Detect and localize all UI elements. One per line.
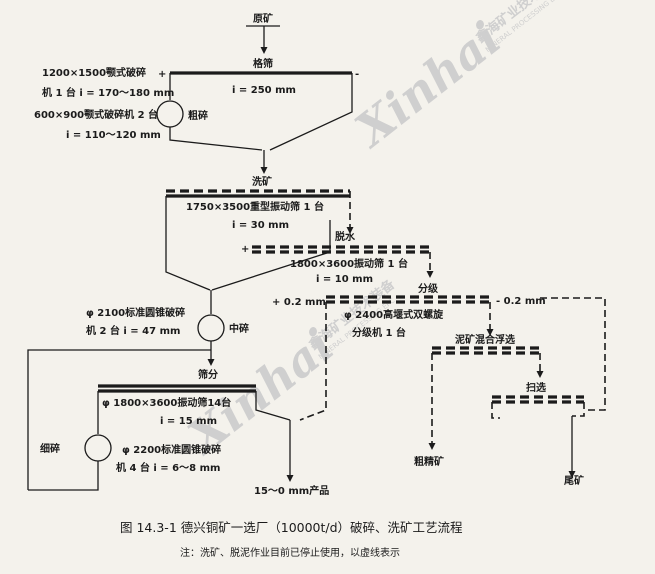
screening-label: 筛分 [198,368,218,381]
tailings-label: 尾矿 [564,474,584,487]
dewater-screen-line1: 1800×3600振动筛 1 台 [290,257,408,270]
dewater-undersize-arrow [426,271,434,278]
washing-screen-line1: 1750×3500重型振动筛 1 台 [186,200,324,213]
primary-crusher-icon [156,100,184,128]
scavenge-return-dashed [491,402,500,419]
dewater-plus: + [241,244,249,255]
classify-label: 分级 [418,282,439,295]
watermark-1: Xinhai 鑫海矿业技术装备 MINERAL PROCESSING EPC [343,0,565,159]
secondary-label: 中碎 [229,322,249,335]
tertiary-line2: 机 4 台 i = 6～8 mm [116,461,220,474]
primary-crusher-line2: 机 1 台 i = 170～180 mm [42,86,174,99]
figure-caption: 图 14.3-1 德兴铜矿一选厂（10000t/d）破碎、洗矿工艺流程 [120,520,463,535]
screening-line1: φ 1800×3600振动筛14台 [102,396,231,409]
classify-minus: - 0.2 mm [496,296,546,307]
slime-concentrate-arrow [428,443,436,450]
scavenge-tail-dashed [572,402,585,417]
concentrate-label: 粗精矿 [414,455,444,468]
primary-crusher-label: 粗碎 [188,109,208,122]
washing-screen-line2: i = 30 mm [232,220,289,231]
screening-undersize-line [255,391,291,421]
product-label: 15～0 mm产品 [254,484,329,497]
screening-line2: i = 15 mm [160,416,217,427]
classify-sand-dashed [299,302,327,421]
primary-crusher-line3: 600×900颚式破碎机 2 台 [34,108,158,121]
grizzly-plus: + [158,69,166,80]
secondary-discharge-arrow [207,359,215,366]
slime-label: 泥矿混合浮选 [455,333,515,346]
tertiary-label: 细碎 [40,442,60,455]
figure-note: 注：洗矿、脱泥作业目前已停止使用，以虚线表示 [180,546,400,559]
tertiary-crusher-icon [84,434,112,462]
grizzly-label: 格筛 [253,57,273,70]
feed-label: 原矿 [253,12,273,25]
dewater-screen-line2: i = 10 mm [316,274,373,285]
washing-label: 洗矿 [252,175,272,188]
classify-minus-dashed [540,297,606,411]
slime-tail-arrow [536,371,544,378]
secondary-line1: φ 2100标准圆锥破碎 [86,306,185,319]
grizzly-undersize-line [269,73,353,151]
dewater-label: 脱水 [335,230,356,243]
product-arrow [286,475,294,482]
grizzly-aperture: i = 250 mm [232,85,296,96]
classify-line2: 分级机 1 台 [352,326,406,339]
recycle-loop-line [27,349,211,490]
tertiary-line1: φ 2200标准圆锥破碎 [122,443,221,456]
classify-line1: φ 2400高堰式双螺旋 [344,308,444,321]
primary-discharge-line [169,127,263,151]
grizzly-minus: - [355,69,359,80]
to-washing-arrow [260,167,268,174]
primary-crusher-line4: i = 110～120 mm [66,130,161,141]
feed-arrow [260,47,268,54]
classify-plus: + 0.2 mm [272,297,326,308]
secondary-crusher-icon [197,314,225,342]
secondary-line2: 机 2 台 i = 47 mm [86,324,180,337]
washing-oversize-left [165,196,211,291]
primary-crusher-line1: 1200×1500颚式破碎 [42,66,146,79]
scavenge-label: 扫选 [526,381,546,394]
tertiary-discharge-line [28,461,99,491]
